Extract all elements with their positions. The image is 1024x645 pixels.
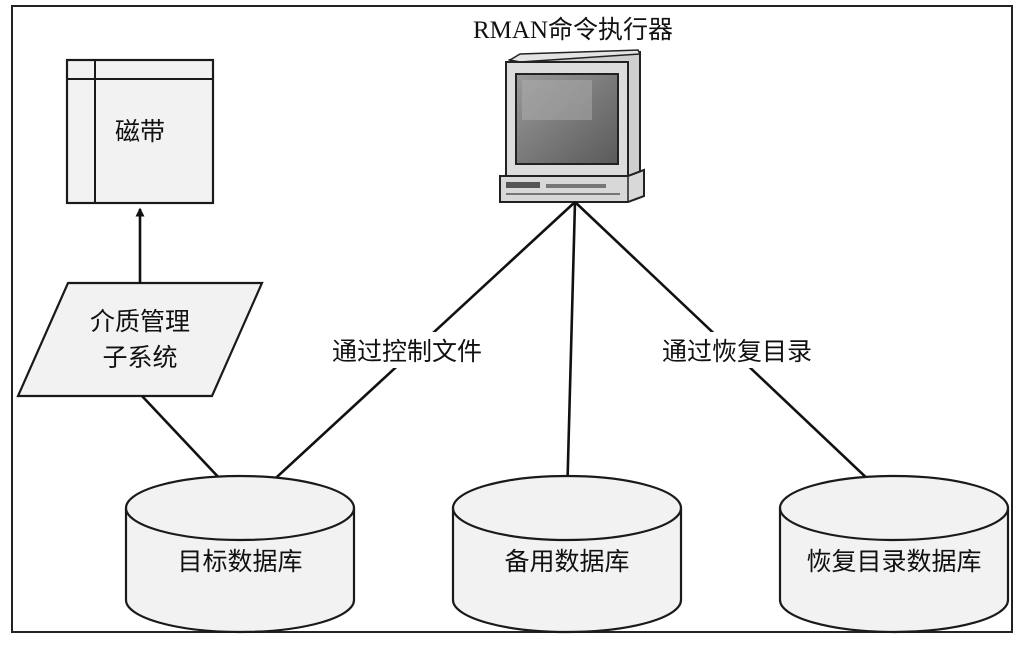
tape-node: 磁带	[65, 58, 215, 205]
svg-text:通过控制文件: 通过控制文件	[332, 337, 482, 366]
media-management-node: 介质管理 子系统	[16, 281, 264, 398]
catalog-database: 恢复目录数据库	[778, 474, 1010, 634]
media-label-line-1: 介质管理	[90, 307, 190, 336]
tape-label: 磁带	[115, 117, 165, 146]
media-label-line-2: 子系统	[102, 343, 177, 372]
target-database-label: 目标数据库	[177, 547, 302, 576]
edge-label-control-file: 通过控制文件	[318, 332, 496, 368]
diagram-frame	[11, 5, 1013, 633]
computer-icon	[499, 49, 645, 203]
target-database: 目标数据库	[124, 474, 356, 634]
svg-text:通过恢复目录: 通过恢复目录	[662, 337, 812, 366]
edge-label-catalog: 通过恢复目录	[648, 332, 826, 368]
arrow-rman-to-standby	[562, 201, 577, 502]
diagram-title: RMAN命令执行器	[473, 16, 673, 44]
standby-database: 备用数据库	[451, 474, 683, 634]
catalog-database-label: 恢复目录数据库	[806, 547, 981, 576]
standby-database-label: 备用数据库	[504, 547, 629, 576]
